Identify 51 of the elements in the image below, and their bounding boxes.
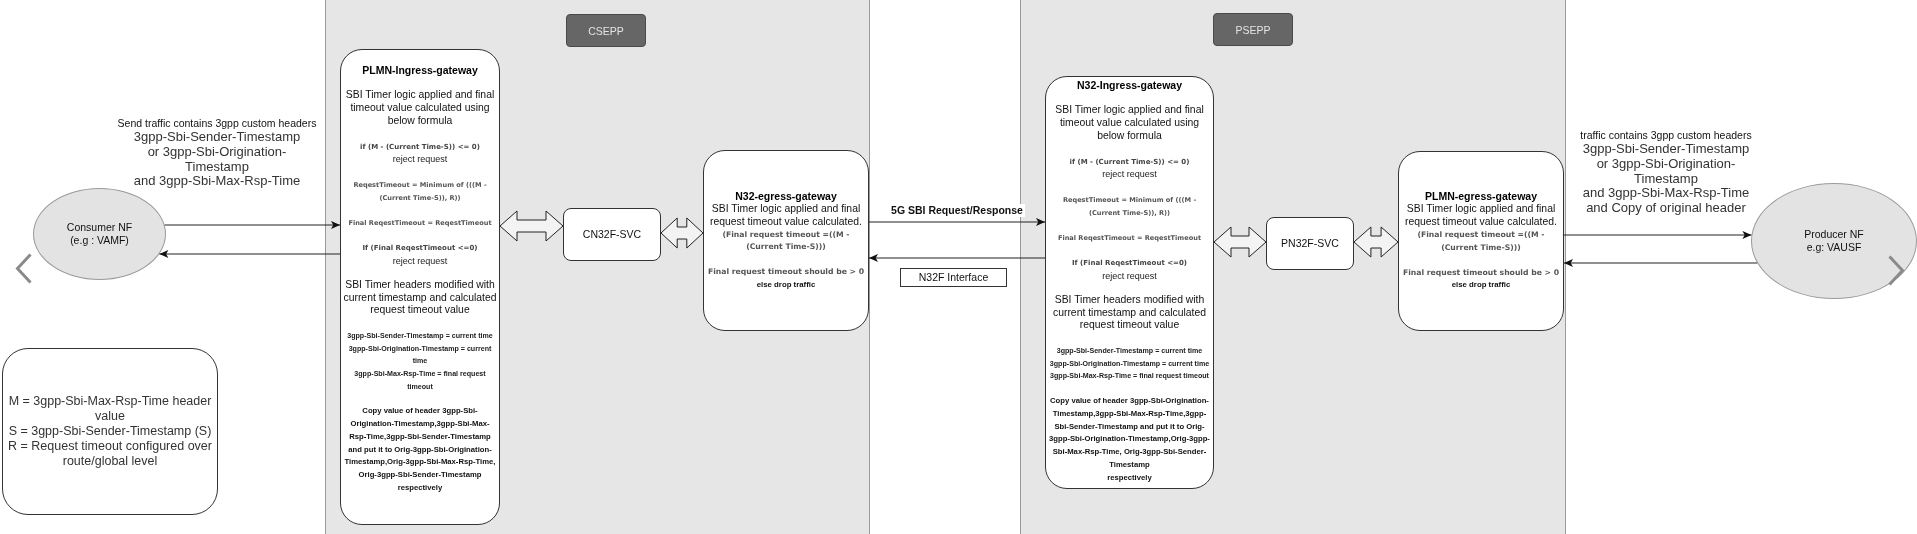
double-block-arrow [499,210,564,242]
gateway-box [1398,151,1564,331]
header-note: 3gpp-Sbi-Sender-Timestamp [132,130,302,145]
description-text: SBI Timer logic applied and final timeout value calculated using below formula [1054,104,1205,143]
arrow [868,217,1046,227]
node-label: Producer NF e.g: VAUSF [1803,228,1865,254]
header-note: and 3gpp-Sbi-Max-Rsp-Time [132,174,302,190]
description-text: SBI Timer logic applied and final timeout value calculated using below formula [344,89,496,128]
node-label: CN32F-SVC [582,228,642,241]
node-label: PN32F-SVC [1281,237,1339,250]
gateway-title: N32-Ingress-gateway [1076,79,1182,92]
definition-text: S = 3gpp-Sbi-Sender-Timestamp (S) [8,424,212,439]
action-text: reject request [1102,168,1157,182]
gateway-title: PLMN-egress-gateway [1424,190,1537,203]
double-block-arrow [1353,226,1399,258]
group-title: PSEPP [1213,13,1293,46]
description-text: SBI Timer logic applied and final request timeout value calculated. [709,202,863,229]
gateway-title: PLMN-Ingress-gateway [362,64,478,77]
gateway-title: N32-egress-gateway [735,189,837,203]
header-note: 3gpp-Sbi-Sender-Timestamp [1581,142,1751,157]
header-note: and Copy of original header [1585,201,1747,216]
header-note: and 3gpp-Sbi-Max-Rsp-Time [1581,186,1751,202]
arrow [1563,258,1758,268]
edge-label: 5G SBI Request/Response [889,204,1025,217]
action-text: reject request [392,153,448,167]
group-panel [325,0,870,534]
description-text: SBI Timer headers modified with current timestamp and calculated request timeout value [1051,293,1208,333]
action-text: reject request [392,254,448,268]
gateway-box [703,150,869,331]
traffic-note: traffic contains 3gpp custom headers [1579,129,1753,141]
arrow [1563,230,1752,240]
traffic-note: Send traffic contains 3gpp custom headers [116,117,318,129]
double-block-arrow [1213,226,1267,258]
description-text: SBI Timer headers modified with current timestamp and calculated request timeout value [342,278,498,318]
arrow [158,249,341,259]
group-title: CSEPP [566,14,646,47]
service-box [563,208,661,261]
gateway-box [340,49,500,525]
gateway-box [1045,76,1214,489]
description-text: SBI Timer logic applied and final request timeout value calculated. [1404,203,1558,230]
node-label: N32F Interface [918,271,989,284]
node-label: Consumer NF (e.g : VAMF) [65,221,134,247]
definition-box [2,348,218,515]
arrow [164,220,341,230]
action-text: reject request [1102,269,1157,283]
double-block-arrow [660,217,704,249]
arrow [868,253,1046,263]
definition-text: R = Request timeout configured over route/global level [7,439,213,469]
service-box [1266,217,1354,270]
interface-box [900,268,1007,287]
definition-text: M = 3gpp-Sbi-Max-Rsp-Time header value [7,394,213,424]
